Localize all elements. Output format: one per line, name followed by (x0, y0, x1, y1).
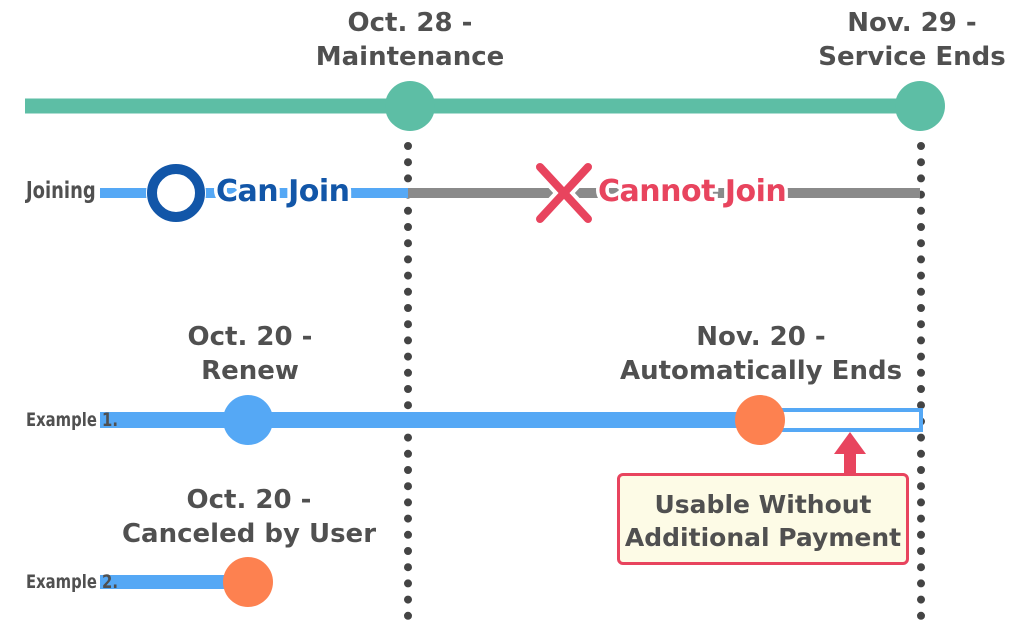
maintenance-label: Oct. 28 - Maintenance (310, 6, 510, 74)
service-end-label: Nov. 29 - Service Ends (810, 6, 1014, 74)
example1-renew-title: Renew (201, 356, 299, 386)
cannot-join-status: Cannot Join (594, 171, 790, 213)
example1-renew-date: Oct. 20 - (187, 322, 313, 352)
circle-ok-icon (146, 163, 206, 223)
can-join-status: Can Join (212, 171, 353, 213)
callout-line-1: Usable Without (654, 490, 872, 519)
service-end-date: Nov. 29 - (847, 8, 977, 38)
up-arrow-icon (834, 432, 866, 474)
example1-renew-label: Oct. 20 - Renew (150, 320, 350, 388)
maintenance-marker (385, 81, 435, 131)
maintenance-title: Maintenance (315, 42, 505, 72)
example1-row-label: Example 1. (26, 409, 118, 431)
example2-cancel-label: Oct. 20 - Canceled by User (110, 483, 388, 551)
joining-row-label: Joining (26, 178, 96, 204)
service-end-marker (895, 81, 945, 131)
example1-end-marker (735, 395, 785, 445)
example2-row-label: Example 2. (26, 571, 118, 593)
example2-cancel-marker (223, 557, 273, 607)
usable-without-payment-callout: Usable Without Additional Payment (617, 473, 909, 565)
cross-icon (532, 159, 596, 227)
callout-line-2: Additional Payment (624, 523, 902, 552)
example1-renew-marker (223, 395, 273, 445)
example2-cancel-title: Canceled by User (121, 519, 377, 549)
example2-cancel-date: Oct. 20 - (186, 485, 312, 515)
example1-end-date: Nov. 20 - (696, 322, 826, 352)
maintenance-date: Oct. 28 - (347, 8, 473, 38)
service-end-title: Service Ends (818, 42, 1006, 72)
example1-end-label: Nov. 20 - Automatically Ends (620, 320, 902, 388)
example1-end-title: Automatically Ends (620, 356, 903, 386)
